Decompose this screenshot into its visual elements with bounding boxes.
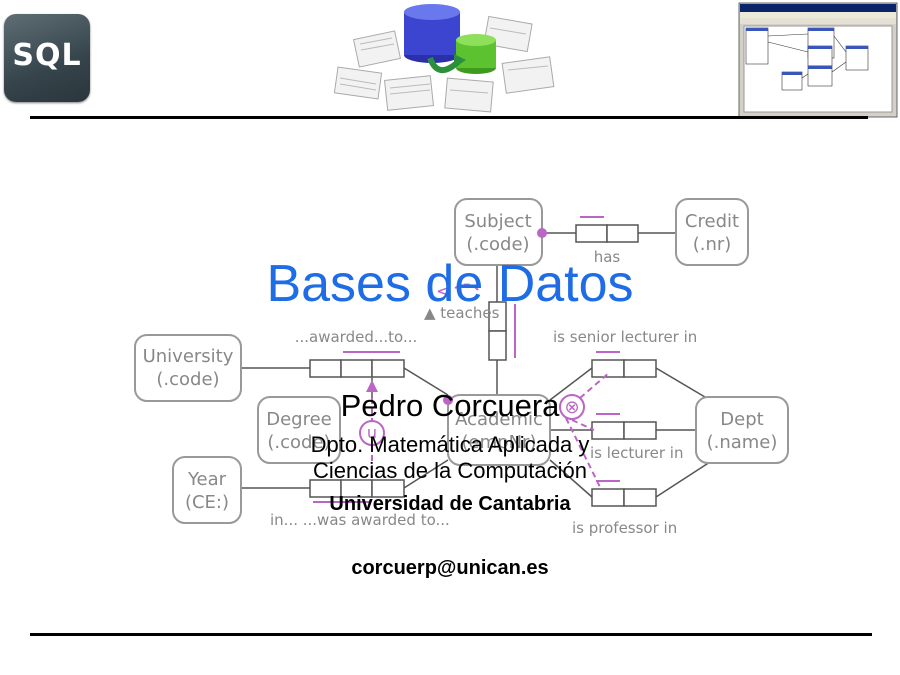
header-rule (30, 116, 868, 119)
department-line-2: Ciencias de la Computación (313, 458, 587, 483)
label-senior-lecturer: is senior lecturer in (553, 328, 697, 346)
entity-university (134, 334, 242, 402)
entity-credit (675, 198, 749, 266)
entity-university-ref: (.code) (156, 369, 219, 390)
entity-degree-name: Degree (266, 409, 332, 430)
entity-academic-ref: (empNr) (462, 432, 537, 453)
constraint-ring-label: < (436, 281, 451, 302)
sql-logo-text: SQL (12, 38, 82, 73)
mandatory-dot-academic (443, 395, 453, 405)
label-lecturer: is lecturer in (590, 444, 683, 462)
constraint-subset-label: u (367, 423, 377, 442)
label-in-awarded: in... ...was awarded to... (270, 511, 450, 529)
label-has: has (594, 248, 621, 266)
entity-year-name: Year (187, 469, 227, 490)
sql-logo: SQL (4, 14, 90, 102)
entity-subject-ref: (.code) (466, 234, 529, 255)
mandatory-dot-subject (537, 228, 547, 238)
entity-subject-name: Subject (464, 211, 531, 232)
author-email[interactable]: corcuerp@unican.es (351, 557, 549, 579)
university-name: Universidad de Cantabria (329, 493, 571, 515)
entity-dept (695, 396, 789, 464)
entity-degree-ref: (.code) (267, 432, 330, 453)
entity-year-ref: (CE:) (185, 492, 229, 513)
entity-academic (447, 394, 551, 466)
department-line-1: Dpto. Matemática Aplicada y (310, 432, 590, 457)
label-awarded: ...awarded...to... (295, 328, 418, 346)
entity-degree (257, 396, 341, 464)
slide-title: Bases de Datos (266, 255, 634, 313)
app-screenshot-thumbnail (738, 2, 898, 118)
constraint-arrow-up (366, 380, 378, 392)
entity-dept-ref: (.name) (707, 432, 778, 453)
entity-university-name: University (143, 346, 234, 367)
entity-academic-name: Academic (455, 409, 543, 430)
entity-credit-name: Credit (685, 211, 739, 232)
entity-dept-name: Dept (720, 409, 763, 430)
footer-rule (30, 633, 872, 636)
entity-year (172, 456, 242, 524)
label-teaches: ▲ teaches (424, 304, 500, 322)
database-illustration (326, 0, 574, 118)
entity-credit-ref: (.nr) (693, 234, 732, 255)
constraint-exclusion-label: ⊗ (564, 397, 579, 418)
author-name: Pedro Corcuera (340, 388, 560, 423)
label-professor: is professor in (572, 519, 677, 537)
